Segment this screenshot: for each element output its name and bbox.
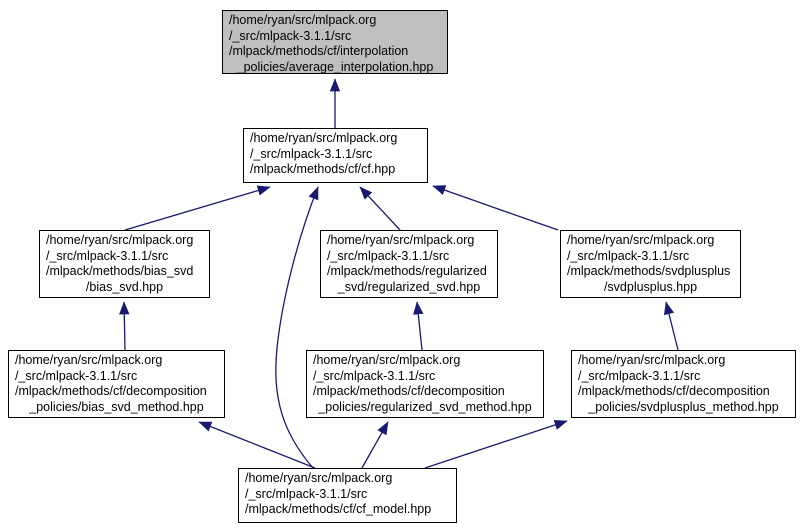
node-svdplusplus-method-hpp[interactable]: /home/ryan/src/mlpack.org /_src/mlpack-3… <box>571 350 796 418</box>
edge-svdplusplus-to-cf-arrow <box>432 185 559 231</box>
node-text-line: /mlpack/methods/bias_svd <box>46 264 194 278</box>
node-text-line: _policies/average_interpolation.hpp <box>236 59 434 74</box>
node-average-interpolation-hpp: /home/ryan/src/mlpack.org /_src/mlpack-3… <box>222 10 448 74</box>
node-text-line: /home/ryan/src/mlpack.org <box>327 233 475 247</box>
node-cf-hpp[interactable]: /home/ryan/src/mlpack.org /_src/mlpack-3… <box>243 128 428 183</box>
edge-regularized-svd-to-cf-arrow <box>359 186 401 231</box>
node-text-line: /mlpack/methods/cf/cf.hpp <box>250 162 396 176</box>
node-text-line: /mlpack/methods/regularized <box>327 264 487 278</box>
node-text-line: /_src/mlpack-3.1.1/src <box>229 28 352 43</box>
node-text-line: _policies/bias_svd_method.hpp <box>29 399 204 414</box>
node-text-line: /home/ryan/src/mlpack.org <box>229 13 377 27</box>
node-text-line: /mlpack/methods/cf/decomposition <box>15 384 207 398</box>
node-text-line: /home/ryan/src/mlpack.org <box>245 471 393 485</box>
node-text-line: /_src/mlpack-3.1.1/src <box>46 248 169 263</box>
edge-cf-model-to-bias-svd-method-arrow <box>198 421 316 469</box>
node-text-line: /home/ryan/src/mlpack.org <box>313 353 461 367</box>
node-text-line: /bias_svd.hpp <box>85 279 164 294</box>
node-text-line: /mlpack/methods/svdplusplus <box>567 264 731 278</box>
edge-regularized-svd-method-to-regularized-svd-arrow <box>413 301 424 351</box>
node-text-line: /_src/mlpack-3.1.1/src <box>313 368 436 383</box>
node-text-line: /_src/mlpack-3.1.1/src <box>578 368 701 383</box>
node-text-line: /mlpack/methods/cf/decomposition <box>313 384 505 398</box>
node-text-line: /home/ryan/src/mlpack.org <box>15 353 163 367</box>
node-text-line: /_src/mlpack-3.1.1/src <box>327 248 450 263</box>
node-cf-model-hpp[interactable]: /home/ryan/src/mlpack.org /_src/mlpack-3… <box>238 468 457 523</box>
node-bias-svd-method-hpp[interactable]: /home/ryan/src/mlpack.org /_src/mlpack-3… <box>8 350 225 418</box>
node-text-line: /home/ryan/src/mlpack.org <box>250 131 398 145</box>
node-svdplusplus-hpp[interactable]: /home/ryan/src/mlpack.org /_src/mlpack-3… <box>560 230 741 298</box>
node-text-line: /home/ryan/src/mlpack.org <box>46 233 194 247</box>
node-text-line: /_src/mlpack-3.1.1/src <box>250 146 373 161</box>
node-text-line: _svd/regularized_svd.hpp <box>337 279 481 294</box>
node-regularized-svd-method-hpp[interactable]: /home/ryan/src/mlpack.org /_src/mlpack-3… <box>306 350 544 418</box>
node-text-line: /mlpack/methods/cf/cf_model.hpp <box>245 502 432 516</box>
edge-bias-svd-to-cf-arrow <box>124 185 271 231</box>
node-text-line: /mlpack/methods/cf/decomposition <box>578 384 770 398</box>
node-text-line: /home/ryan/src/mlpack.org <box>567 233 715 247</box>
node-text-line: /_src/mlpack-3.1.1/src <box>245 486 368 501</box>
edge-cf-model-to-cf-arrow <box>275 186 319 469</box>
node-text-line: _policies/regularized_svd_method.hpp <box>318 399 532 414</box>
edge-cf-model-to-svdplusplus-method-arrow <box>424 419 568 469</box>
edge-bias-svd-method-to-bias-svd-arrow <box>119 301 130 351</box>
node-text-line: /home/ryan/src/mlpack.org <box>578 353 726 367</box>
node-text-line: /_src/mlpack-3.1.1/src <box>567 248 690 263</box>
node-text-line: /mlpack/methods/cf/interpolation <box>229 44 409 58</box>
node-text-line: _policies/svdplusplus_method.hpp <box>588 399 779 414</box>
node-text-line: /_src/mlpack-3.1.1/src <box>15 368 138 383</box>
edge-svdplusplus-method-to-svdplusplus-arrow <box>663 301 679 351</box>
node-text-line: /svdplusplus.hpp <box>603 279 698 294</box>
node-regularized-svd-hpp[interactable]: /home/ryan/src/mlpack.org /_src/mlpack-3… <box>320 230 498 298</box>
edge-cf-model-to-regularized-svd-method-arrow <box>361 421 389 469</box>
node-bias-svd-hpp[interactable]: /home/ryan/src/mlpack.org /_src/mlpack-3… <box>39 230 210 298</box>
